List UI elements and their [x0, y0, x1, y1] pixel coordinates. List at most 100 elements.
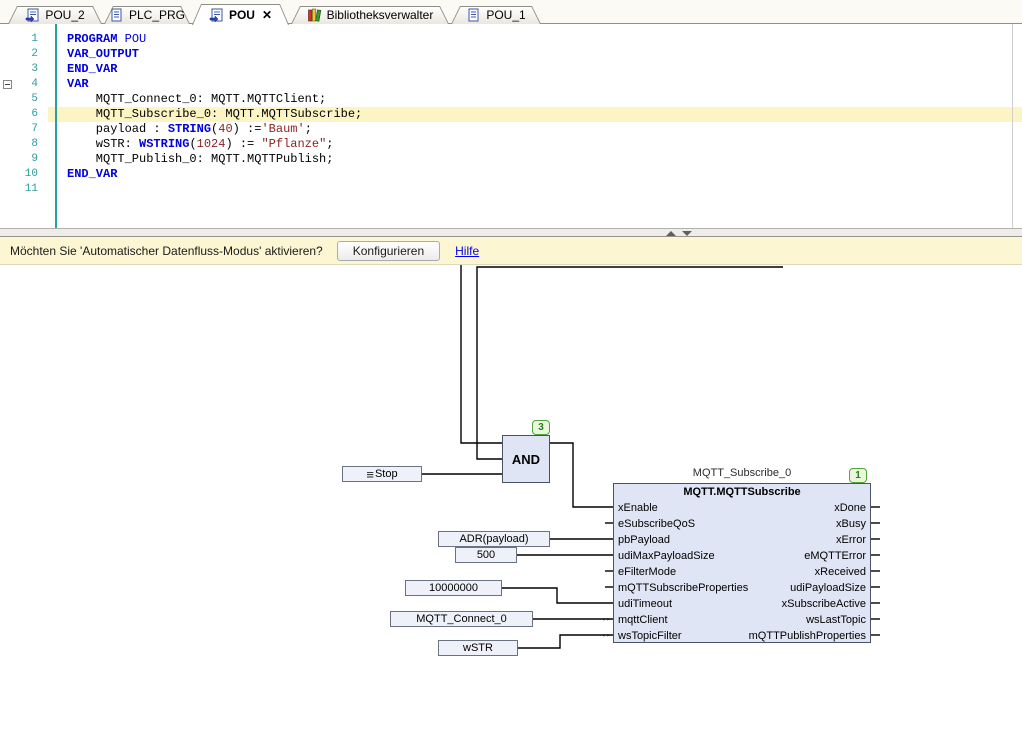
operand-label: wSTR — [463, 642, 493, 654]
code-fold-collapse-icon[interactable] — [3, 80, 12, 89]
output-pin-xReceived[interactable]: xReceived — [815, 564, 866, 580]
output-pin-xDone[interactable]: xDone — [834, 500, 866, 516]
line-number: 8 — [0, 137, 48, 152]
output-pin-xSubscribeActive[interactable]: xSubscribeActive — [782, 596, 866, 612]
close-tab-icon[interactable]: ✕ — [262, 8, 272, 22]
fb-pin-row: udiTimeout xSubscribeActive — [614, 596, 870, 612]
operand-adr-payload[interactable]: ADR(payload) — [438, 531, 550, 547]
code-text: MQTT_Subscribe_0: MQTT.MQTTSubscribe; — [48, 107, 1022, 122]
document-icon — [466, 8, 481, 22]
notification-bar: Möchten Sie 'Automatischer Datenfluss-Mo… — [0, 237, 1022, 265]
mqtt-subscribe-block[interactable]: MQTT.MQTTSubscribe xEnablexDoneeSubscrib… — [613, 483, 871, 643]
code-text — [48, 182, 1022, 197]
output-pin-udiPayloadSize[interactable]: udiPayloadSize — [790, 580, 866, 596]
code-line[interactable]: 5 MQTT_Connect_0: MQTT.MQTTClient; — [0, 92, 1022, 107]
tab-label: POU_1 — [486, 8, 525, 22]
input-pin-pbPayload[interactable]: pbPayload — [618, 532, 670, 548]
tab-pou-active[interactable]: POU ✕ — [192, 4, 289, 25]
operand-label: 500 — [477, 549, 495, 561]
line-number: 5 — [0, 92, 48, 107]
output-pin-mQTTPublishProperties[interactable]: mQTTPublishProperties — [749, 628, 866, 644]
operand-label: MQTT_Connect_0 — [416, 613, 506, 625]
operand-label: ADR(payload) — [459, 533, 528, 545]
code-text: payload : STRING(40) :='Baum'; — [48, 122, 1022, 137]
pou-icon — [209, 8, 224, 22]
code-text: MQTT_Connect_0: MQTT.MQTTClient; — [48, 92, 1022, 107]
input-pin-eFilterMode[interactable]: eFilterMode — [618, 564, 676, 580]
code-text: VAR — [48, 77, 1022, 92]
operand-10000000[interactable]: 10000000 — [405, 580, 502, 596]
hilfe-link[interactable]: Hilfe — [455, 244, 479, 258]
operand-label: Stop — [375, 468, 398, 480]
output-pin-xBusy[interactable]: xBusy — [836, 516, 866, 532]
tab-pou-1[interactable]: POU_1 — [451, 6, 541, 24]
line-number: 7 — [0, 122, 48, 137]
input-pin-udiMaxPayloadSize[interactable]: udiMaxPayloadSize — [618, 548, 715, 564]
code-line[interactable]: 2VAR_OUTPUT — [0, 47, 1022, 62]
output-pin-wsLastTopic[interactable]: wsLastTopic — [806, 612, 866, 628]
code-line[interactable]: 1PROGRAM POU — [0, 32, 1022, 47]
tab-pou-2[interactable]: POU_2 — [8, 6, 102, 24]
global-variable-icon: ≡ — [366, 467, 374, 482]
tab-plc-prg[interactable]: PLC_PRG — [104, 6, 190, 24]
tab-label: Bibliotheksverwalter — [327, 8, 434, 22]
operand-mqtt-connect-0[interactable]: MQTT_Connect_0 — [390, 611, 533, 627]
wire-and-input-1 — [461, 265, 502, 443]
code-line[interactable]: 11 — [0, 182, 1022, 197]
line-number: 9 — [0, 152, 48, 167]
code-lines: 1PROGRAM POU2VAR_OUTPUT3END_VAR4VAR5 MQT… — [0, 32, 1022, 197]
output-pin-eMQTTError[interactable]: eMQTTError — [804, 548, 866, 564]
input-pin-wsTopicFilter[interactable]: wsTopicFilter — [618, 628, 682, 644]
tab-bibliotheksverwalter[interactable]: Bibliotheksverwalter — [291, 6, 449, 24]
line-number: 1 — [0, 32, 48, 47]
input-pin-xEnable[interactable]: xEnable — [618, 500, 658, 516]
code-line[interactable]: 8 wSTR: WSTRING(1024) := "Pflanze"; — [0, 137, 1022, 152]
execution-order-badge: 3 — [532, 420, 550, 435]
operand-stop[interactable]: ≡ Stop — [342, 466, 422, 482]
tab-label: POU_2 — [45, 8, 84, 22]
input-pin-mQTTSubscribeProperties[interactable]: mQTTSubscribeProperties — [618, 580, 748, 596]
operand-500[interactable]: 500 — [455, 547, 517, 563]
line-number: 3 — [0, 62, 48, 77]
fb-pin-row: xEnable xDone — [614, 500, 870, 516]
fb-type-name: MQTT.MQTTSubscribe — [614, 484, 870, 500]
editor-right-divider — [1012, 24, 1013, 228]
code-line[interactable]: 4VAR — [0, 77, 1022, 92]
tab-label: POU — [229, 8, 255, 22]
code-line[interactable]: 7 payload : STRING(40) :='Baum'; — [0, 122, 1022, 137]
konfigurieren-button[interactable]: Konfigurieren — [337, 241, 440, 261]
splitter-up-icon[interactable] — [666, 231, 676, 236]
code-text: PROGRAM POU — [48, 32, 1022, 47]
line-number: 11 — [0, 182, 48, 197]
code-text: END_VAR — [48, 167, 1022, 182]
code-line[interactable]: 10END_VAR — [0, 167, 1022, 182]
wire-and-input-2 — [477, 267, 783, 459]
input-pin-mqttClient[interactable]: mqttClient — [618, 612, 668, 628]
fb-pins: xEnable xDone eSubscribeQoS xBusy pbPayload x… — [614, 500, 870, 644]
output-pin-xError[interactable]: xError — [836, 532, 866, 548]
editor-tab-bar: POU_2 PLC_PRG POU ✕ Bibliotheksverwalter — [0, 0, 1022, 24]
fb-pin-row: mqttClient wsLastTopic — [614, 612, 870, 628]
code-line[interactable]: 9 MQTT_Publish_0: MQTT.MQTTPublish; — [0, 152, 1022, 167]
line-number: 2 — [0, 47, 48, 62]
code-text: MQTT_Publish_0: MQTT.MQTTPublish; — [48, 152, 1022, 167]
library-icon — [307, 8, 322, 22]
fb-instance-name[interactable]: MQTT_Subscribe_0 — [613, 467, 871, 479]
code-line[interactable]: 3END_VAR — [0, 62, 1022, 77]
operand-wstr[interactable]: wSTR — [438, 640, 518, 656]
cfc-diagram-canvas[interactable]: AND 3 MQTT_Subscribe_0 1 MQTT.MQTTSubscr… — [0, 265, 1022, 735]
wire-and-to-xenable — [550, 443, 613, 507]
input-pin-udiTimeout[interactable]: udiTimeout — [618, 596, 672, 612]
line-number: 10 — [0, 167, 48, 182]
st-code-editor[interactable]: 1PROGRAM POU2VAR_OUTPUT3END_VAR4VAR5 MQT… — [0, 24, 1022, 228]
pou-icon — [25, 8, 40, 22]
fb-pin-row: mQTTSubscribeProperties udiPayloadSize — [614, 580, 870, 596]
fb-pin-row: eSubscribeQoS xBusy — [614, 516, 870, 532]
pane-splitter[interactable] — [0, 228, 1022, 237]
code-line[interactable]: 6 MQTT_Subscribe_0: MQTT.MQTTSubscribe; — [0, 107, 1022, 122]
splitter-down-icon[interactable] — [682, 231, 692, 236]
input-pin-eSubscribeQoS[interactable]: eSubscribeQoS — [618, 516, 695, 532]
tab-label: PLC_PRG — [129, 8, 185, 22]
and-block[interactable]: AND — [502, 435, 550, 483]
wire-10000000-to-uditimeout — [502, 588, 613, 603]
